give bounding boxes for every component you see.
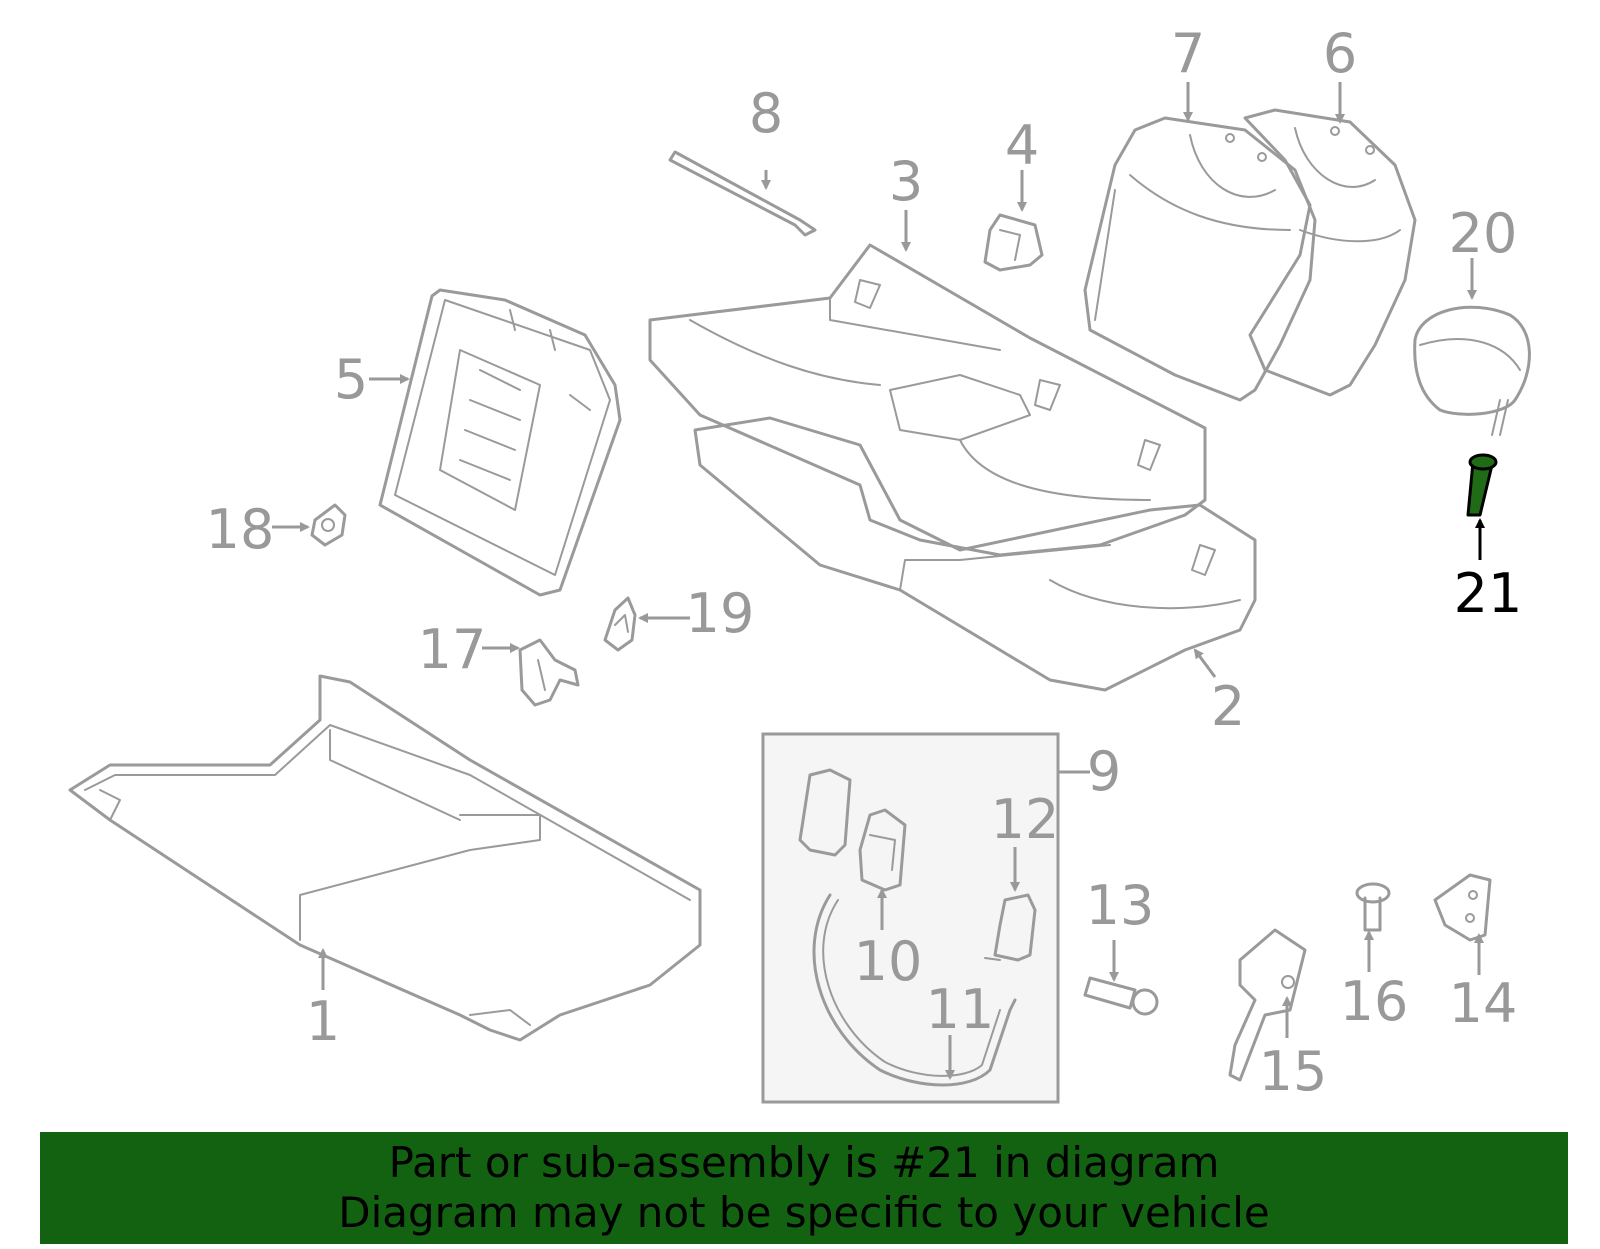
callout-19: 19 (686, 582, 755, 645)
callout-6: 6 (1323, 22, 1357, 85)
part-14-bracket[interactable] (1433, 873, 1492, 942)
banner-line-1: Part or sub-assembly is #21 in diagram (388, 1138, 1220, 1187)
callout-8: 8 (749, 82, 783, 145)
callout-1: 1 (306, 990, 340, 1053)
callout-12: 12 (991, 788, 1060, 851)
callout-16: 16 (1340, 970, 1409, 1033)
part-18-clip[interactable] (310, 503, 347, 547)
part-1-floor-tray[interactable] (68, 674, 702, 1042)
part-20-headrest[interactable] (1413, 305, 1531, 436)
part-12-latch[interactable] (984, 893, 1037, 962)
callout-20: 20 (1449, 202, 1518, 265)
callout-21: 21 (1454, 562, 1523, 625)
callout-18: 18 (206, 498, 275, 561)
info-banner: Part or sub-assembly is #21 in diagram D… (40, 1132, 1568, 1244)
callout-4: 4 (1005, 114, 1039, 177)
part-8-strap[interactable] (668, 150, 817, 237)
part-3-seat-cushion-upper[interactable] (648, 243, 1207, 557)
callout-13: 13 (1086, 874, 1155, 937)
part-6-backrest-right[interactable] (1243, 108, 1417, 397)
part-13-bolt[interactable] (1083, 976, 1159, 1016)
banner-line-2: Diagram may not be specific to your vehi… (338, 1188, 1270, 1237)
callout-17: 17 (418, 618, 487, 681)
callout-7: 7 (1171, 22, 1205, 85)
callout-9: 9 (1087, 740, 1121, 803)
part-11-release-cable[interactable] (812, 893, 1017, 1087)
part-7-backrest-left[interactable] (1083, 116, 1317, 402)
parts-diagram: 1 2 3 4 5 6 7 8 9 10 11 12 13 14 15 16 1… (68, 22, 1531, 1104)
callout-11: 11 (926, 978, 995, 1041)
part-5-seatback-frame[interactable] (378, 288, 622, 597)
part-4-bracket[interactable] (983, 213, 1044, 272)
part-19-clip[interactable] (603, 596, 637, 652)
callout-3: 3 (889, 150, 923, 213)
callout-14: 14 (1449, 972, 1518, 1035)
callout-15: 15 (1259, 1040, 1328, 1103)
part-15-hinge-bracket[interactable] (1228, 928, 1307, 1082)
part-16-pin[interactable] (1355, 882, 1391, 932)
part-2-seat-cushion-lower[interactable] (693, 416, 1257, 692)
callout-5: 5 (334, 348, 368, 411)
callout-2: 2 (1211, 675, 1245, 738)
callout-10: 10 (854, 930, 923, 993)
part-21-guide-sleeve[interactable] (1466, 453, 1498, 517)
part-10-latch-cover[interactable] (798, 768, 907, 892)
part-17-bracket[interactable] (518, 638, 580, 707)
part-9-kit-box (761, 732, 1090, 1104)
